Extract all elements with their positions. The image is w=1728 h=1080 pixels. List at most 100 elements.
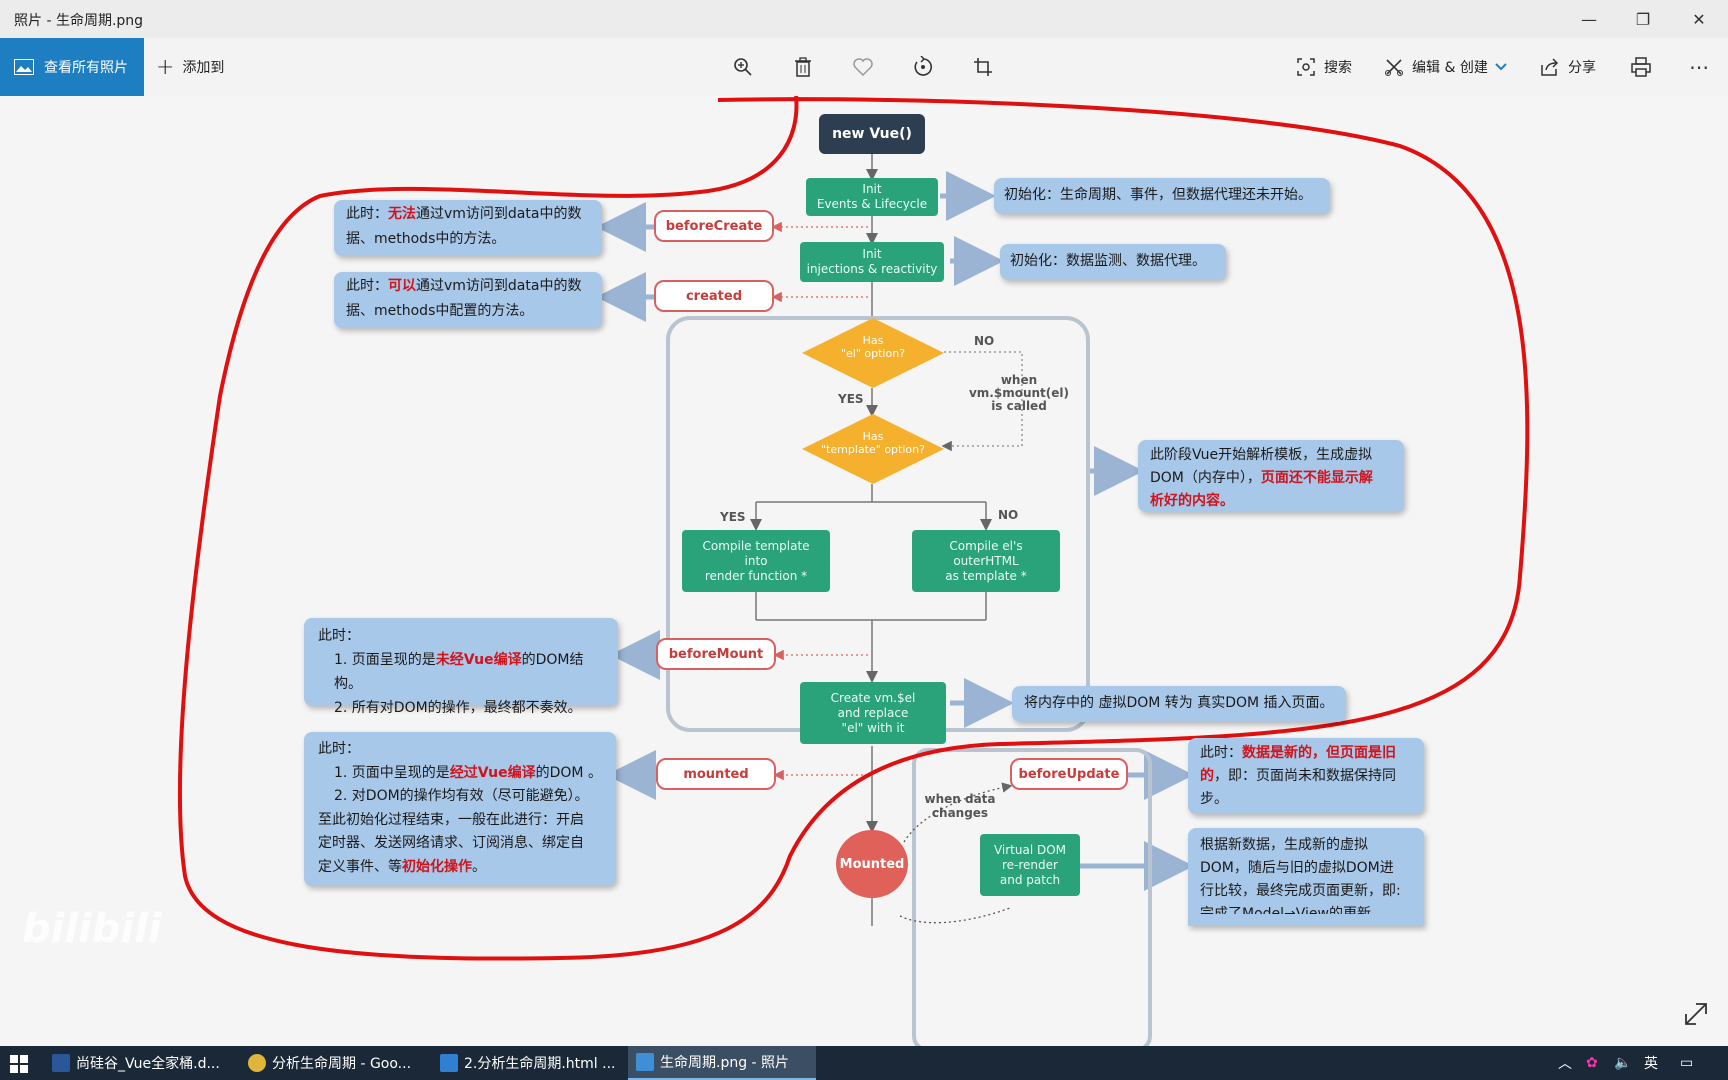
when-data-line-1: when data [924, 792, 996, 806]
print-icon[interactable] [1626, 52, 1656, 82]
when-mount-line-3: is called [991, 399, 1047, 413]
init-inject-line-2: injections & reactivity [806, 262, 938, 276]
more-options-button[interactable]: ⋯ [1689, 55, 1709, 79]
note-before-create: 此时：无法通过vm访问到data中的数 据、methods中的方法。 [334, 200, 602, 256]
restore-button[interactable]: ❐ [1635, 9, 1651, 29]
has-template-line-2: "template" option? [821, 443, 925, 456]
note-ts-red: 页面还不能显示解 [1260, 470, 1373, 486]
taskbar-item-photos[interactable]: 生命周期.png - 照片 [628, 1046, 816, 1080]
note-cr-a: 此时： [346, 278, 388, 294]
flowchart-lines [177, 96, 1530, 1046]
hook-before-create: beforeCreate [654, 210, 774, 242]
note-created: 此时：可以通过vm访问到data中的数 据、methods中配置的方法。 [334, 272, 602, 328]
no-label-el: NO [974, 334, 995, 348]
search-button[interactable]: 搜索 [1296, 38, 1352, 96]
chevron-down-icon [1495, 63, 1507, 71]
edit-create-button[interactable]: 编辑 & 创建 [1384, 38, 1516, 96]
toolbar: 查看所有照片 + 添加到 搜索 编辑 & 创建 分享 ⋯ [0, 38, 1728, 96]
virtual-dom-node: Virtual DOM re-render and patch [980, 834, 1080, 896]
note-bm-line-1: 1. 页面呈现的是未经Vue编译的DOM结构。 [318, 648, 604, 696]
note-bu-red2: 的 [1200, 768, 1214, 784]
view-all-label: 查看所有照片 [44, 60, 128, 76]
note-bc-b: 通过vm访问到data中的数 [416, 206, 582, 222]
note-m-head: 此时： [318, 741, 360, 757]
windows-start-icon[interactable] [10, 1055, 28, 1073]
add-to-button[interactable]: + 添加到 [156, 38, 224, 96]
note-m-line-1: 1. 页面中呈现的是经过Vue编译的DOM 。 [318, 762, 602, 786]
virtual-dom-line-1: Virtual DOM [993, 842, 1067, 857]
init-events-node: Init Events & Lifecycle [806, 178, 938, 216]
has-el-diamond [802, 318, 944, 388]
taskbar-item-vscode[interactable]: 2.分析生命周期.html ... [440, 1046, 618, 1080]
photos-icon [14, 59, 34, 75]
compile-el-node: Compile el's outerHTML as template * [912, 530, 1060, 592]
hook-before-update: beforeUpdate [1010, 758, 1128, 790]
taskbar-item-chrome[interactable]: 分析生命周期 - Goo... [248, 1046, 420, 1080]
compile-el-line-2: outerHTML [953, 553, 1019, 568]
taskbar: 尚硅谷_Vue全家桶.d... 分析生命周期 - Goo... 2.分析生命周期… [0, 1046, 1728, 1080]
minimize-button[interactable]: — [1581, 9, 1597, 29]
note-before-mount: 此时： 1. 页面呈现的是未经Vue编译的DOM结构。 2. 所有对DOM的操作… [304, 618, 618, 716]
taskbar-item-label: 2.分析生命周期.html ... [464, 1056, 616, 1072]
taskbar-item-label: 分析生命周期 - Goo... [272, 1056, 412, 1072]
compile-template-line-1: Compile template [702, 538, 810, 553]
heart-icon[interactable] [848, 52, 878, 82]
compile-el-line-1: Compile el's [949, 538, 1023, 553]
close-button[interactable]: ✕ [1692, 9, 1706, 29]
volume-icon[interactable]: 🔈 [1614, 1055, 1632, 1071]
has-template-diamond [802, 414, 944, 484]
fullscreen-icon[interactable] [1682, 1000, 1710, 1028]
note-m-line-3: 至此初始化过程结束，一般在此进行：开启 [318, 811, 584, 828]
when-mount-label: when vm.$mount(el) is called [964, 374, 1074, 413]
photos-app-icon [636, 1053, 654, 1071]
tray-app-icon[interactable]: ✿ [1586, 1055, 1598, 1071]
share-icon [1541, 58, 1559, 76]
note-template-stage: 此阶段Vue开始解析模板，生成虚拟 DOM（内存中），页面还不能显示解 析好的内… [1138, 440, 1404, 512]
add-to-label: 添加到 [182, 60, 225, 76]
notification-icon[interactable]: ▭ [1680, 1055, 1694, 1071]
delete-icon[interactable] [788, 52, 818, 82]
photo-canvas: new Vue() Init Events & Lifecycle Init i… [0, 96, 1728, 1046]
has-el-line-2: "el" option? [840, 347, 906, 360]
share-button[interactable]: 分享 [1540, 38, 1596, 96]
vscode-icon [440, 1054, 458, 1072]
note-bm-head: 此时： [318, 628, 360, 644]
note-m-line-4: 定时器、发送网络请求、订阅消息、绑定自 [318, 835, 584, 851]
note-ts-a: 此阶段Vue开始解析模板，生成虚拟 [1150, 447, 1373, 463]
bilibili-watermark: bilibili [22, 906, 162, 952]
create-vm-line-2: and replace [837, 705, 909, 720]
rotate-icon[interactable] [908, 52, 938, 82]
hook-created: created [654, 280, 774, 312]
note-bc-a: 此时： [346, 206, 388, 222]
note-bm-line-2: 2. 所有对DOM的操作，最终都不奏效。 [334, 700, 582, 716]
init-injections-node: Init injections & reactivity [800, 242, 944, 282]
yes-label-el: YES [838, 392, 864, 406]
when-mount-line-1: when [1000, 373, 1038, 387]
create-vm-line-1: Create vm.$el [830, 690, 916, 705]
note-cr-red: 可以 [388, 278, 416, 294]
compile-el-line-3: as template * [945, 568, 1027, 583]
note-m-l5b: 。 [472, 858, 486, 875]
init-events-line-2: Events & Lifecycle [816, 197, 928, 211]
note-bu-red: 数据是新的，但页面是旧 [1242, 745, 1396, 761]
window-title: 照片 - 生命周期.png [14, 13, 144, 29]
ime-indicator[interactable]: 英 [1644, 1056, 1658, 1072]
taskbar-item-word[interactable]: 尚硅谷_Vue全家桶.d... [52, 1046, 242, 1080]
new-vue-node: new Vue() [819, 114, 925, 154]
zoom-in-icon[interactable] [728, 52, 758, 82]
note-m-l1a: 1. 页面中呈现的是 [334, 764, 450, 781]
note-cr-b: 通过vm访问到data中的数 [416, 278, 582, 294]
note-cr-c: 据、methods中配置的方法。 [346, 303, 534, 319]
create-vm-el-node: Create vm.$el and replace "el" with it [800, 682, 946, 744]
yes-label-template: YES [720, 510, 746, 524]
when-mount-line-2: vm.$mount(el) [968, 386, 1070, 400]
note-m-l1b: 的DOM 。 [535, 764, 602, 781]
crop-icon[interactable] [968, 52, 998, 82]
hook-before-mount: beforeMount [656, 638, 776, 670]
view-all-photos-button[interactable]: 查看所有照片 [0, 38, 144, 96]
has-template-line-1: Has [862, 430, 884, 443]
when-data-line-2: changes [931, 806, 989, 820]
tray-chevron-icon[interactable]: ︿ [1558, 1056, 1572, 1072]
note-bu-b: ，即：页面尚未和数据保持同 [1214, 768, 1396, 784]
note-vd-line-3: 行比较，最终完成页面更新，即: [1200, 883, 1401, 899]
